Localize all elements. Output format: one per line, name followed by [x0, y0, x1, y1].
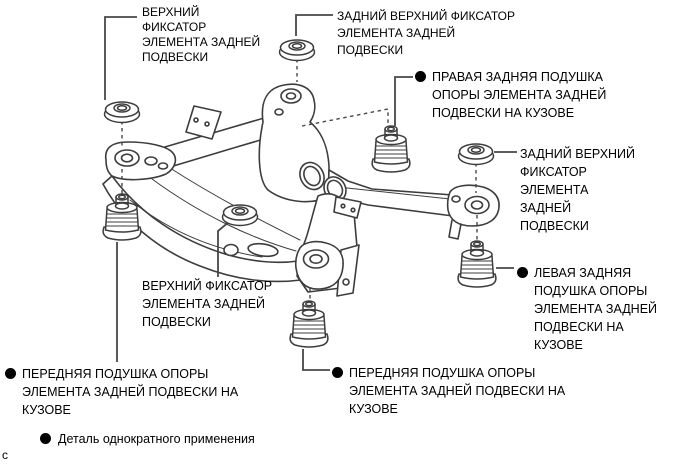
label-front-cushion-left: ПЕРЕДНЯЯ ПОДУШКА ОПОРЫ ЭЛЕМЕНТА ЗАДНЕЙ П… — [5, 365, 238, 419]
label-line: ПОДВЕСКИ — [520, 219, 589, 233]
legend-text: Деталь однократного применения — [58, 432, 255, 446]
upper-retainer-left-part — [103, 101, 141, 124]
label-line: КУЗОВЕ — [534, 338, 583, 352]
label-rear-upper-retainer-right: ЗАДНИЙ ВЕРХНИЙ ФИКСАТОР ЭЛЕМЕНТА ЗАДНЕЙ … — [520, 145, 635, 235]
label-rear-upper-retainer-top: ЗАДНИЙ ВЕРХНИЙ ФИКСАТОР ЭЛЕМЕНТА ЗАДНЕЙ … — [337, 8, 515, 59]
left-rear-cushion-part — [457, 240, 497, 288]
label-line: ВЕРХНИЙ ФИКСАТОР — [142, 279, 273, 293]
label-line: ПОДВЕСКИ — [142, 315, 211, 329]
label-line: ОПОРЫ ЭЛЕМЕНТА ЗАДНЕЙ — [432, 88, 607, 102]
front-cushion-center-part — [289, 300, 329, 348]
leader-right-rear-cushion — [394, 76, 413, 126]
label-line: ЗАДНИЙ ВЕРХНИЙ ФИКСАТОР — [337, 9, 515, 23]
beam-bracket — [185, 105, 222, 140]
label-line: ПОДУШКА ОПОРЫ — [534, 284, 648, 298]
upper-retainer-center-part — [221, 204, 259, 227]
label-line: ЭЛЕМЕНТА ЗАДНЕЙ — [534, 302, 658, 316]
label-line: КУЗОВЕ — [22, 403, 71, 417]
label-line: ПЕРЕДНЯЯ ПОДУШКА ОПОРЫ — [349, 366, 536, 380]
label-line: ФИКСАТОР — [520, 165, 587, 179]
single-use-part-dot-icon — [517, 267, 528, 278]
leader-rear-upper-retainer-top — [295, 14, 333, 36]
single-use-part-dot-icon — [415, 71, 426, 82]
label-left-rear-cushion: ЛЕВАЯ ЗАДНЯЯ ПОДУШКА ОПОРЫ ЭЛЕМЕНТА ЗАДН… — [517, 264, 657, 354]
rear-upper-retainer-top-part — [278, 39, 316, 62]
label-line: ПОДВЕСКИ НА — [534, 320, 624, 334]
single-use-part-dot-icon — [332, 367, 343, 378]
label-line: ЭЛЕМЕНТА ЗАДНЕЙ — [142, 35, 261, 49]
label-line: ПОДВЕСКИ — [142, 50, 209, 64]
label-line: ЭЛЕМЕНТА ЗАДНЕЙ ПОДВЕСКИ НА — [22, 385, 239, 399]
label-line: ЛЕВАЯ ЗАДНЯЯ — [534, 266, 632, 280]
label-line: ЗАДНИЙ ВЕРХНИЙ — [520, 147, 636, 161]
label-line: ПОДВЕСКИ НА КУЗОВЕ — [432, 106, 575, 120]
label-line: ЭЛЕМЕНТА ЗАДНЕЙ — [337, 26, 456, 40]
label-right-rear-cushion: ПРАВАЯ ЗАДНЯЯ ПОДУШКА ОПОРЫ ЭЛЕМЕНТА ЗАД… — [415, 68, 606, 122]
subframe-body — [102, 83, 500, 297]
leader-upper-retainer-center — [217, 220, 231, 277]
label-front-cushion-center: ПЕРЕДНЯЯ ПОДУШКА ОПОРЫ ЭЛЕМЕНТА ЗАДНЕЙ П… — [332, 364, 565, 418]
label-line: ЭЛЕМЕНТА ЗАДНЕЙ ПОДВЕСКИ НА — [349, 384, 566, 398]
label-line: ЗАДНЕЙ — [520, 201, 572, 215]
single-use-part-dot-icon — [5, 368, 16, 379]
label-upper-retainer-left: ВЕРХНИЙ ФИКСАТОР ЭЛЕМЕНТА ЗАДНЕЙ ПОДВЕСК… — [142, 5, 260, 65]
label-line: КУЗОВЕ — [349, 402, 398, 416]
legend-single-use-part: Деталь однократного применения — [40, 432, 255, 447]
label-line: ПРАВАЯ ЗАДНЯЯ ПОДУШКА — [432, 70, 603, 84]
label-line: ПЕРЕДНЯЯ ПОДУШКА ОПОРЫ — [22, 367, 209, 381]
right-rear-cushion-part — [371, 125, 411, 173]
leader-front-cushion-center — [302, 349, 330, 371]
corner-mark: с — [2, 448, 8, 462]
label-line: ВЕРХНИЙ — [142, 5, 200, 19]
leader-lines — [104, 14, 517, 371]
label-line: ЭЛЕМЕНТА — [520, 183, 589, 197]
label-line: ФИКСАТОР — [142, 20, 207, 34]
label-line: ЭЛЕМЕНТА ЗАДНЕЙ — [142, 297, 266, 311]
label-upper-retainer-center: ВЕРХНИЙ ФИКСАТОР ЭЛЕМЕНТА ЗАДНЕЙ ПОДВЕСК… — [142, 277, 272, 331]
leader-upper-retainer-left — [104, 16, 137, 100]
label-line: ПОДВЕСКИ — [337, 43, 404, 57]
single-use-part-dot-icon — [40, 433, 51, 444]
rear-upper-retainer-right-part — [457, 143, 495, 166]
